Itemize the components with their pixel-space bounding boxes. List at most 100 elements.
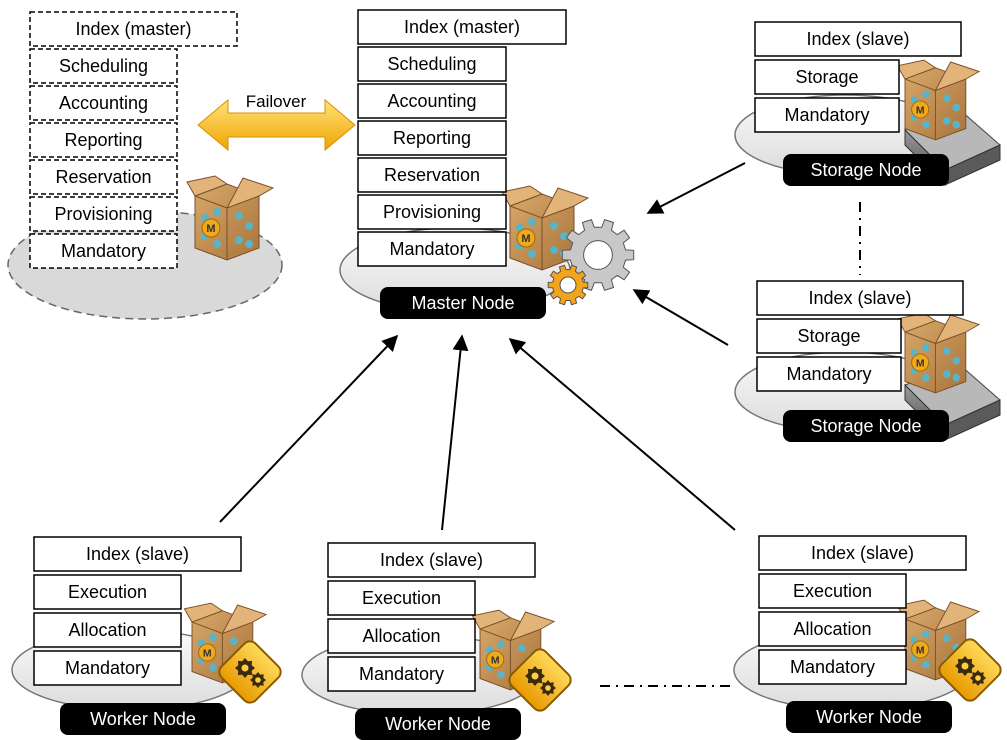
worker1-module-label: Execution [68, 582, 147, 602]
backup-master-module-label: Provisioning [54, 204, 152, 224]
worker3-module-label: Execution [793, 581, 872, 601]
arrow-worker2-to-master [441, 334, 469, 531]
backup-master-module-label: Reporting [64, 130, 142, 150]
backup-master-module-label: Reservation [55, 167, 151, 187]
worker2-module-label: Execution [362, 588, 441, 608]
worker2-module-1: Execution [327, 580, 476, 616]
backup-master-module-label: Scheduling [59, 56, 148, 76]
storage1-package-icon: M [896, 59, 981, 141]
svg-text:M: M [916, 358, 925, 369]
master-module-4: Reservation [357, 157, 507, 193]
storage2-package-icon: M [896, 312, 981, 394]
svg-text:M: M [916, 645, 925, 656]
worker3-module-label: Mandatory [790, 657, 875, 677]
svg-text:M: M [916, 105, 925, 116]
master-module-label: Reporting [393, 128, 471, 148]
worker-node-2-label-text: Worker Node [385, 714, 491, 734]
storage2-module-2: Mandatory [756, 356, 902, 392]
svg-text:M: M [491, 655, 500, 666]
storage1-module-label: Storage [795, 67, 858, 87]
storage-node-2-label: Storage Node [783, 410, 949, 442]
failover-arrow: Failover [197, 92, 356, 152]
worker2-module-0: Index (slave) [327, 542, 536, 578]
backup-master-module-0: Index (master) [29, 11, 238, 47]
worker3-module-0: Index (slave) [758, 535, 967, 571]
worker2-module-label: Mandatory [359, 664, 444, 684]
worker3-module-1: Execution [758, 573, 907, 609]
master-package-icon: M [501, 185, 590, 271]
master-module-0: Index (master) [357, 9, 567, 45]
storage-node-1-label-text: Storage Node [810, 160, 921, 180]
worker2-badge-icon [508, 648, 572, 712]
worker-node-1-label: Worker Node [60, 703, 226, 735]
worker2-module-2: Allocation [327, 618, 476, 654]
failover-label: Failover [246, 92, 307, 111]
storage2-module-label: Storage [797, 326, 860, 346]
backup-master-module-5: Provisioning [29, 196, 178, 232]
worker1-badge-icon [218, 640, 282, 704]
worker1-module-2: Allocation [33, 612, 182, 648]
backup-master-module-3: Reporting [29, 122, 178, 158]
svg-text:M: M [206, 223, 215, 235]
master-node-label-text: Master Node [411, 293, 514, 313]
backup-master-module-label: Index (master) [75, 19, 191, 39]
worker3-module-2: Allocation [758, 611, 907, 647]
master-module-5: Provisioning [357, 194, 507, 230]
master-module-2: Accounting [357, 83, 507, 119]
master-small-gear-icon [547, 264, 589, 306]
storage1-module-2: Mandatory [754, 97, 900, 133]
worker1-module-label: Index (slave) [86, 544, 189, 564]
svg-text:M: M [521, 233, 530, 245]
worker-node-1-label-text: Worker Node [90, 709, 196, 729]
arrow-worker1-to-master [219, 334, 399, 523]
svg-text:M: M [203, 648, 212, 659]
arrow-worker3-to-master [508, 337, 736, 531]
storage1-module-0: Index (slave) [754, 21, 962, 57]
master-module-label: Accounting [387, 91, 476, 111]
backup-master-module-label: Accounting [59, 93, 148, 113]
storage2-module-label: Index (slave) [808, 288, 911, 308]
master-module-label: Index (master) [404, 17, 520, 37]
backup-master-module-1: Scheduling [29, 48, 178, 84]
worker3-badge-icon [938, 638, 1002, 702]
storage1-module-label: Index (slave) [806, 29, 909, 49]
master-module-label: Scheduling [387, 54, 476, 74]
worker2-module-label: Allocation [362, 626, 440, 646]
worker-node-3-label-text: Worker Node [816, 707, 922, 727]
backup-master-package-icon: M [186, 175, 275, 261]
storage-node-2-label-text: Storage Node [810, 416, 921, 436]
worker3-module-3: Mandatory [758, 649, 907, 685]
worker1-module-1: Execution [33, 574, 182, 610]
worker1-module-0: Index (slave) [33, 536, 242, 572]
storage2-module-1: Storage [756, 318, 902, 354]
worker3-module-label: Allocation [793, 619, 871, 639]
master-module-label: Mandatory [389, 239, 474, 259]
worker3-module-label: Index (slave) [811, 543, 914, 563]
connection-arrows [219, 162, 746, 531]
backup-master-module-label: Mandatory [61, 241, 146, 261]
storage2-module-0: Index (slave) [756, 280, 964, 316]
worker1-module-label: Allocation [68, 620, 146, 640]
master-module-label: Provisioning [383, 202, 481, 222]
master-module-label: Reservation [384, 165, 480, 185]
master-module-1: Scheduling [357, 46, 507, 82]
worker2-module-label: Index (slave) [380, 550, 483, 570]
worker-node-2-label: Worker Node [355, 708, 521, 740]
master-module-3: Reporting [357, 120, 507, 156]
master-module-6: Mandatory [357, 231, 507, 267]
worker2-module-3: Mandatory [327, 656, 476, 692]
master-node-label: Master Node [380, 287, 546, 319]
storage2-module-label: Mandatory [786, 364, 871, 384]
worker1-module-label: Mandatory [65, 658, 150, 678]
backup-master-module-2: Accounting [29, 85, 178, 121]
backup-master-module-4: Reservation [29, 159, 178, 195]
arrow-storage1-to-master [646, 162, 746, 214]
backup-master-module-6: Mandatory [29, 233, 178, 269]
storage1-module-label: Mandatory [784, 105, 869, 125]
storage1-module-1: Storage [754, 59, 900, 95]
worker1-module-3: Mandatory [33, 650, 182, 686]
arrow-storage2-to-master [632, 289, 729, 346]
worker-node-3-label: Worker Node [786, 701, 952, 733]
storage-node-1-label: Storage Node [783, 154, 949, 186]
